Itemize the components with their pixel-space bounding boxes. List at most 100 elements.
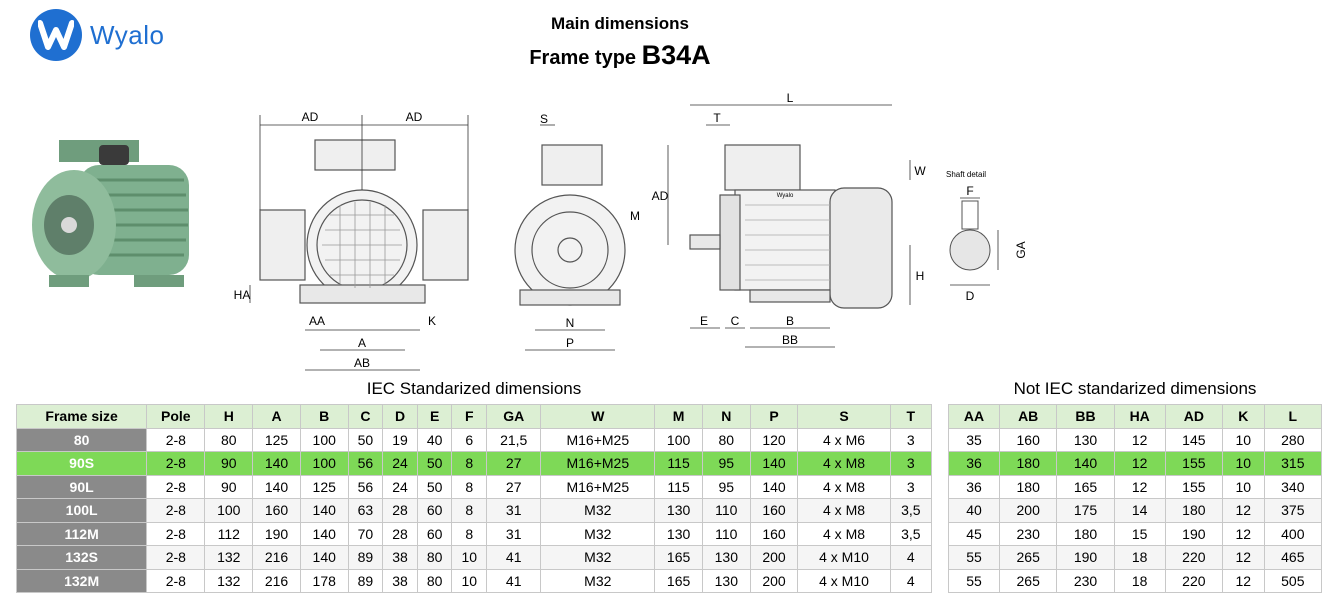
table-cell: 2-8 (146, 427, 206, 452)
table-cell: 112 (204, 521, 254, 546)
table-cell: 190 (1056, 545, 1115, 570)
shaft-detail-label: Shaft detail (946, 170, 986, 179)
label-ad-long: AD (652, 189, 669, 203)
table-cell: 89 (347, 545, 384, 570)
label-ad-left: AD (302, 110, 319, 124)
column-header: T (889, 404, 933, 429)
table-cell: 36 (947, 474, 1001, 499)
table-cell: 140 (299, 545, 349, 570)
table-cell: 60 (416, 498, 453, 523)
table-cell: 340 (1263, 474, 1323, 499)
table-cell: 140 (749, 451, 799, 476)
column-header: GA (486, 404, 542, 429)
table-cell: 40 (416, 427, 453, 452)
table-cell: 95 (701, 451, 751, 476)
table-cell: 28 (382, 498, 418, 523)
table-cell: 12 (1222, 521, 1265, 546)
table-cell: 180 (999, 451, 1058, 476)
table-cell: 115 (654, 451, 703, 476)
table-cell: 190 (1164, 521, 1224, 546)
table-cell: 12 (1222, 545, 1265, 570)
table-cell: M16+M25 (540, 427, 656, 452)
table-cell: 265 (999, 568, 1058, 593)
frame-size-cell: 132S (15, 545, 148, 570)
table-cell: 10 (1222, 451, 1265, 476)
table-cell: 89 (347, 568, 384, 593)
table-cell: 155 (1164, 474, 1224, 499)
column-header: H (204, 404, 254, 429)
frame-size-cell: 90S (15, 451, 148, 476)
table-cell: 70 (347, 521, 384, 546)
column-header: D (382, 404, 418, 429)
table-cell: M32 (540, 521, 656, 546)
column-header: K (1222, 404, 1265, 429)
table-cell: 19 (382, 427, 418, 452)
column-header: M (654, 404, 703, 429)
table-cell: 3,5 (889, 498, 933, 523)
table-cell: 10 (1222, 474, 1265, 499)
label-bb: BB (782, 333, 798, 347)
label-a: A (358, 336, 366, 350)
label-ad-right: AD (406, 110, 423, 124)
table-cell: 160 (749, 498, 799, 523)
table-cell: 100 (299, 451, 349, 476)
table-cell: 36 (947, 451, 1001, 476)
table-cell: 230 (999, 521, 1058, 546)
table-cell: 200 (999, 498, 1058, 523)
motor-brand-plate: Wyalo (777, 193, 794, 199)
table-cell: 12 (1113, 451, 1166, 476)
table-cell: 55 (947, 545, 1001, 570)
table-cell: 165 (654, 545, 703, 570)
iec-section-title: IEC Standarized dimensions (366, 379, 582, 398)
table-cell: 4 x M10 (797, 545, 891, 570)
table-cell: 12 (1222, 498, 1265, 523)
table-cell: 130 (1056, 427, 1115, 452)
table-cell: 110 (701, 521, 751, 546)
table-cell: 8 (451, 521, 488, 546)
column-header: Frame size (15, 404, 148, 429)
column-header: L (1263, 404, 1323, 429)
table-cell: 130 (654, 498, 703, 523)
table-cell: 280 (1263, 427, 1323, 452)
page-title: Main dimensions (551, 14, 689, 33)
table-cell: 41 (486, 545, 542, 570)
frame-type-value: B34A (641, 40, 711, 70)
table-cell: 110 (701, 498, 751, 523)
label-ga: GA (1014, 241, 1028, 258)
column-header: W (540, 404, 656, 429)
table-cell: 38 (382, 568, 418, 593)
table-cell: M32 (540, 498, 656, 523)
label-l: L (787, 91, 794, 105)
column-header: C (347, 404, 384, 429)
table-cell: 465 (1263, 545, 1323, 570)
table-cell: 160 (999, 427, 1058, 452)
label-b: B (786, 314, 794, 328)
table-cell: 140 (252, 451, 301, 476)
frame-type-prefix: Frame type (529, 47, 637, 69)
table-cell: 31 (486, 521, 542, 546)
table-cell: 120 (749, 427, 799, 452)
table-cell: 216 (252, 545, 301, 570)
table-cell: 165 (654, 568, 703, 593)
non-iec-section-title: Not IEC standarized dimensions (1013, 379, 1257, 398)
motor-photo (32, 140, 189, 287)
table-cell: 180 (1164, 498, 1224, 523)
label-aa: AA (309, 314, 325, 328)
table-cell: 2-8 (146, 521, 206, 546)
table-cell: 216 (252, 568, 301, 593)
table-cell: 200 (749, 568, 799, 593)
table-cell: 3 (889, 474, 933, 499)
table-cell: 18 (1113, 568, 1166, 593)
table-cell: 4 x M8 (797, 521, 891, 546)
table-cell: 31 (486, 498, 542, 523)
table-cell: 160 (252, 498, 301, 523)
table-cell: 10 (451, 568, 488, 593)
table-cell: 28 (382, 521, 418, 546)
table-cell: 80 (416, 545, 453, 570)
